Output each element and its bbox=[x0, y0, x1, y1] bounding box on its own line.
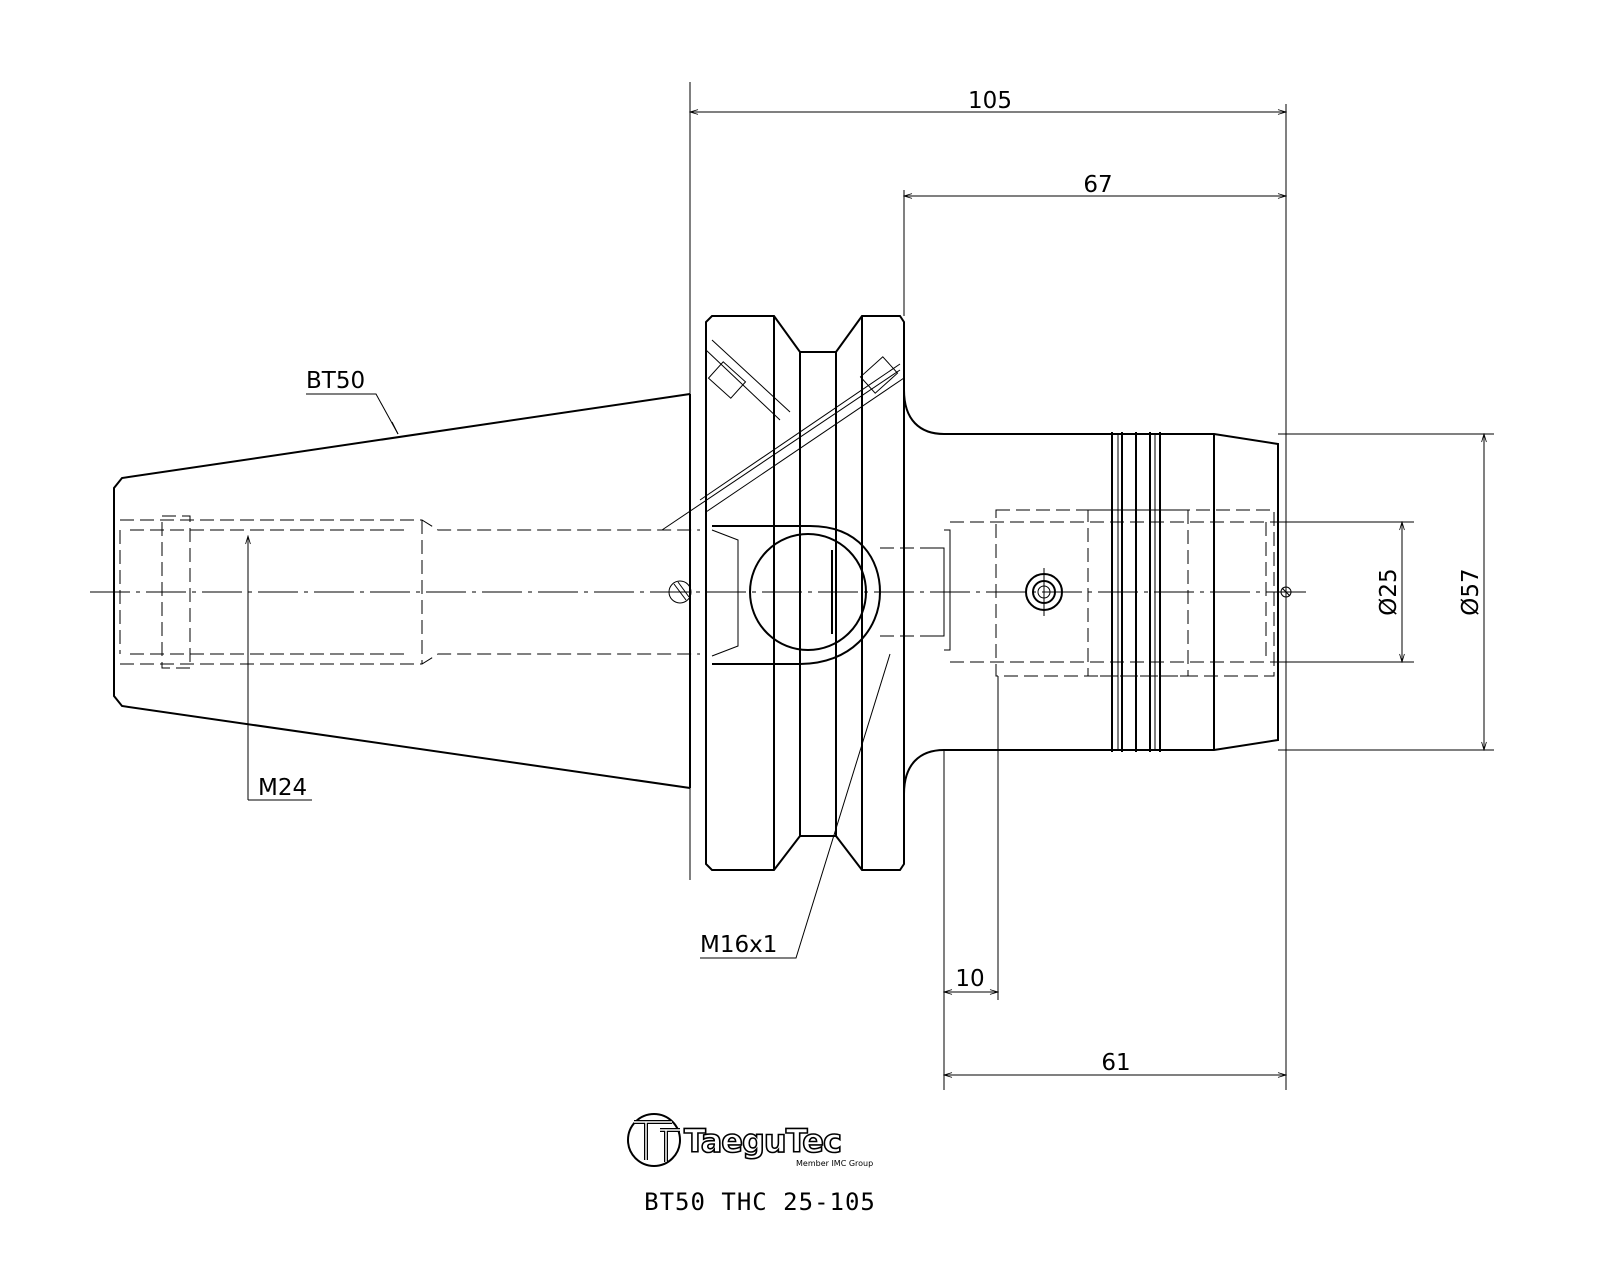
dim-outer-diameter: Ø57 bbox=[1458, 568, 1484, 615]
dimension-lines bbox=[248, 112, 1484, 1075]
extension-lines bbox=[689, 82, 1494, 1090]
label-adjust-thread: M16x1 bbox=[700, 932, 777, 958]
flange bbox=[661, 315, 930, 871]
holder-body bbox=[903, 389, 1410, 795]
dim-front-length: 67 bbox=[1083, 172, 1112, 198]
dim-bore-diameter: Ø25 bbox=[1376, 568, 1402, 615]
logo-tagline: Member IMC Group bbox=[796, 1159, 873, 1168]
taegutec-logo: TaeguTec Member IMC Group bbox=[627, 1113, 873, 1168]
dim-shank-length: 61 bbox=[1101, 1050, 1130, 1076]
taper-body bbox=[113, 393, 700, 789]
logo-brand: TaeguTec bbox=[684, 1122, 841, 1160]
dim-overall-length: 105 bbox=[968, 88, 1012, 114]
dim-offset: 10 bbox=[955, 966, 984, 992]
drawing-caption: BT50 THC 25-105 bbox=[644, 1188, 876, 1216]
label-taper: BT50 bbox=[306, 368, 365, 394]
label-drawbar-thread: M24 bbox=[258, 775, 307, 801]
